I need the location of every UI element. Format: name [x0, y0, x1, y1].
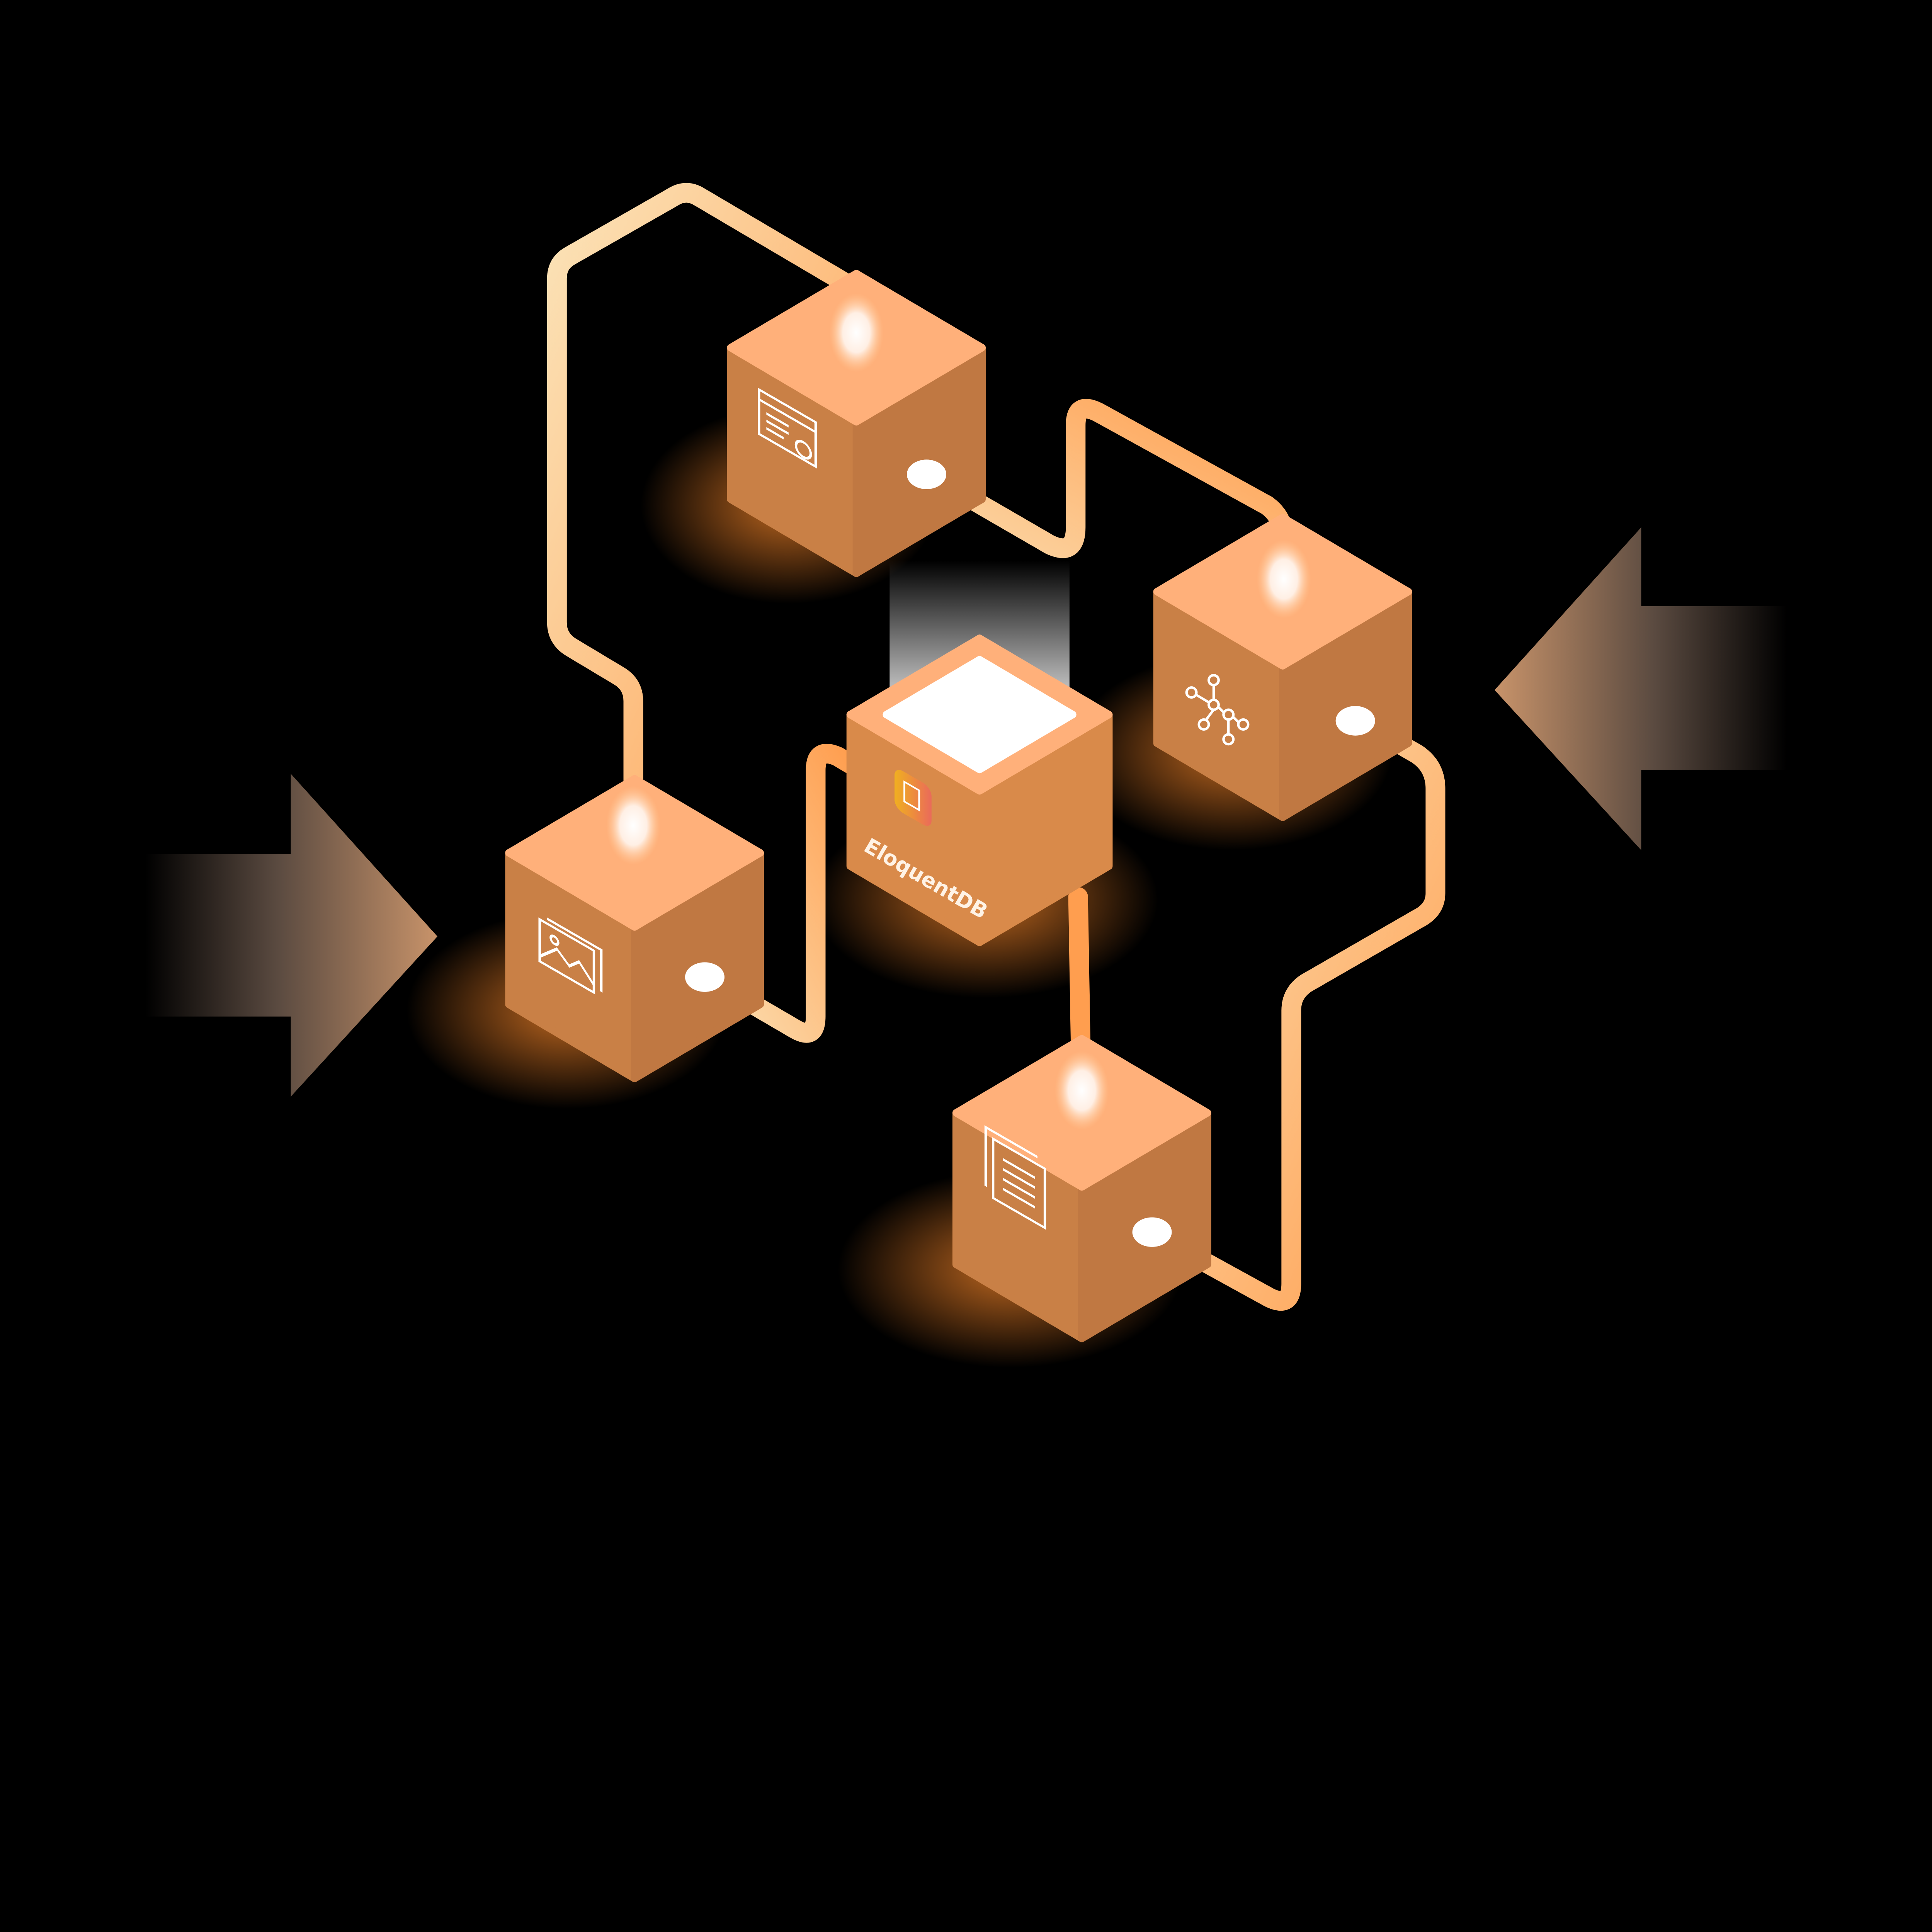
- pipe-left-to-center: [690, 743, 860, 1043]
- pipe-port-glow: [1132, 1217, 1172, 1247]
- glowing-inset: [883, 656, 1077, 774]
- pipe-port-glow: [906, 459, 946, 489]
- pipe-port-glow: [606, 786, 661, 865]
- eloquentdb-logo: [895, 770, 932, 826]
- documents-icon: [984, 1125, 1046, 1230]
- data-flow-diagram: EloquentDB: [145, 183, 1787, 1368]
- pipe-port-glow: [1054, 1051, 1109, 1130]
- cube-center: [846, 634, 1113, 946]
- web-settings-icon: [758, 388, 817, 469]
- hierarchy-tree-icon: [1185, 674, 1250, 746]
- pipe-port-glow: [1257, 539, 1311, 619]
- cube-top: [727, 270, 986, 577]
- pipe-right-to-bottom: [1136, 704, 1446, 1311]
- pipe-port-glow: [1335, 706, 1375, 736]
- images-icon: [538, 917, 603, 995]
- incoming-arrow-left: [145, 774, 438, 1097]
- incoming-arrow-right: [1494, 527, 1787, 850]
- pipe-port-glow: [685, 962, 725, 992]
- pipe-port-glow: [829, 293, 884, 372]
- cube-right: [1153, 514, 1412, 821]
